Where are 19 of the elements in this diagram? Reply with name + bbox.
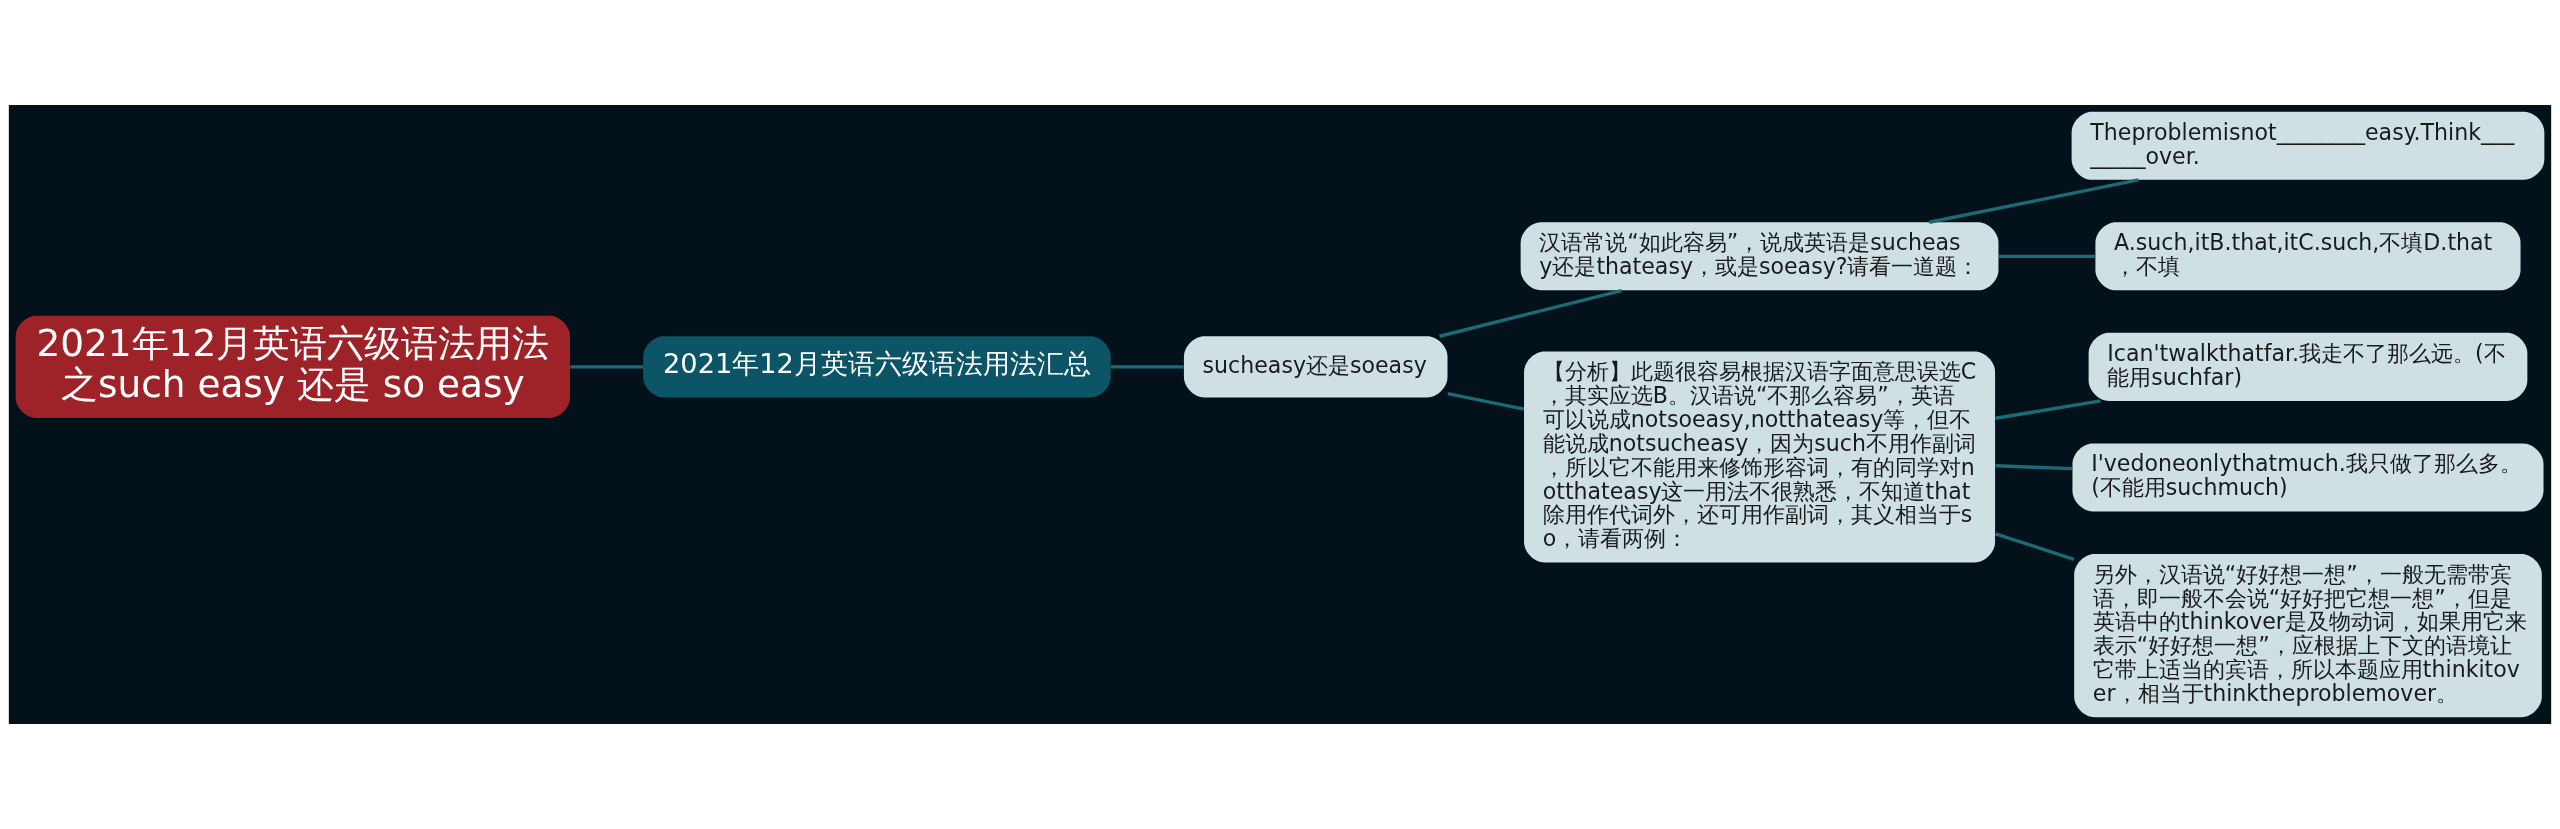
connector bbox=[1447, 391, 1525, 411]
connector bbox=[1439, 288, 1622, 338]
node-box: 【分析】此题很容易根据汉语字面意思误选C，其实应选B。汉语说“不那么容易”，英语可以说成notsoeasy,notthateasy等，但不能说成notsucheasy，因为such不用作副词，所以它不能用来修饰形容词，有的同学对notthateasy这一用法不很熟悉，不知道that除用作代词外，还可用作副词，其义相当于so，请看两例： bbox=[1524, 351, 1996, 563]
node-box: 2021年12月英语六级语法用法之such easy 还是 so easy bbox=[15, 315, 570, 418]
connector bbox=[1995, 399, 2101, 420]
connector bbox=[570, 365, 644, 369]
node-box: A.such,itB.that,itC.such,不填D.that，不填 bbox=[2095, 222, 2521, 291]
node-box: 汉语常说“如此容易”，说成英语是sucheasy还是thateasy，或是soeasy?请看一道题： bbox=[1520, 222, 1999, 291]
connector bbox=[1995, 464, 2073, 471]
node-box: Theproblemisnot________easy.Think________over. bbox=[2071, 111, 2545, 180]
node-box: 2021年12月英语六级语法用法汇总 bbox=[643, 336, 1111, 398]
connector bbox=[1995, 532, 2075, 562]
node-box: I'vedoneonlythatmuch.我只做了那么多。(不能用suchmuch) bbox=[2072, 443, 2544, 512]
connector bbox=[1111, 365, 1184, 369]
connector bbox=[1998, 254, 2096, 259]
node-box: Ican'twalkthatfar.我走不了那么远。(不能用suchfar) bbox=[2088, 332, 2528, 401]
node-box: 另外，汉语说“好好想一想”，一般无需带宾语，即一般不会说“好好把它想一想”，但是英语中的thinkover是及物动词，如果用它来表示“好好想一想”，应根据上下文的语境让它带上适当的宾语，所以本题应用thinkitover，相当于thinktheproblemover。 bbox=[2074, 553, 2542, 718]
connector bbox=[1928, 178, 2139, 224]
node-box: sucheasy还是soeasy bbox=[1183, 336, 1448, 398]
